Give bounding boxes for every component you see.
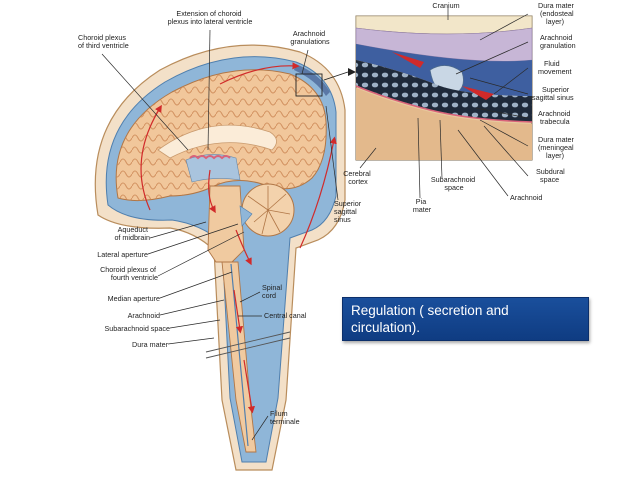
label-extension-choroid: Extension of choroid plexus into lateral… — [168, 9, 253, 26]
label-filum-terminale: Filum terminale — [270, 409, 300, 426]
label-dura-endosteal: Dura mater (endosteal layer) — [538, 1, 576, 26]
labels: Choroid plexus of third ventricle Extens… — [78, 1, 576, 426]
label-subarachnoid-space-left: Subarachnoid space — [104, 324, 170, 333]
central-canal — [230, 263, 249, 447]
label-superior-sagittal-sinus-inset: Superior sagittal sinus — [532, 85, 574, 102]
cerebellum-folia — [247, 186, 291, 235]
label-choroid-plexus-third: Choroid plexus of third ventricle — [78, 33, 129, 50]
label-spinal-cord: Spinal cord — [262, 283, 284, 300]
inset-pointer-box — [295, 73, 323, 97]
label-lateral-aperture: Lateral aperture — [97, 250, 148, 259]
label-dura-meningeal: Dura mater (meningeal layer) — [538, 135, 576, 160]
label-pia-mater: Pia mater — [413, 197, 432, 214]
label-arachnoid-granulation: Arachnoid granulation — [540, 33, 576, 50]
choroid-plexus-third — [189, 155, 231, 160]
inset-cortex — [356, 88, 532, 160]
label-choroid-plexus-fourth: Choroid plexus of fourth ventricle — [100, 265, 158, 282]
label-central-canal: Central canal — [264, 311, 307, 320]
inset-pointer-arrow — [323, 71, 349, 81]
superior-sagittal-sinus — [294, 64, 330, 96]
label-cranium: Cranium — [432, 1, 459, 10]
sagittal-illustration — [94, 44, 356, 471]
inset-pointer-arrowhead — [348, 68, 356, 76]
label-median-aperture: Median aperture — [108, 294, 160, 303]
label-aqueduct: Aqueduct of midbrain — [114, 225, 150, 242]
caption-box: Regulation ( secretion and circulation). — [342, 297, 589, 341]
label-dura-mater-left: Dura mater — [132, 340, 169, 349]
label-arachnoid-trabecula: Arachnoid trabecula — [538, 109, 572, 126]
inset-subarachnoid — [356, 60, 532, 122]
label-arachnoid-inset: Arachnoid — [510, 193, 542, 202]
caption-text: Regulation ( secretion and circulation). — [351, 303, 509, 335]
label-superior-sagittal-sinus: Superior sagittal sinus — [334, 199, 363, 224]
label-arachnoid-left: Arachnoid — [128, 311, 160, 320]
leader-lines — [101, 8, 529, 441]
label-subdural-space: Subdural space — [536, 167, 567, 184]
brainstem — [207, 185, 245, 263]
label-subarachnoid-space-inset: Subarachnoid space — [431, 175, 477, 192]
csf-flow-arrows — [140, 62, 337, 414]
inset-red-arrow-right — [462, 86, 494, 100]
third-ventricle — [185, 154, 241, 183]
label-fluid-movement: Fluid movement — [538, 59, 572, 76]
spinal-cord — [221, 261, 257, 453]
inset-red-arrow-left — [392, 52, 424, 68]
inset-pia — [355, 85, 533, 123]
label-cerebral-cortex: Cerebral cortex — [343, 169, 373, 186]
label-arachnoid-granulations: Arachnoid granulations — [290, 29, 330, 46]
section-break — [205, 331, 291, 359]
inset-detail — [355, 15, 533, 161]
fourth-ventricle — [239, 205, 253, 227]
